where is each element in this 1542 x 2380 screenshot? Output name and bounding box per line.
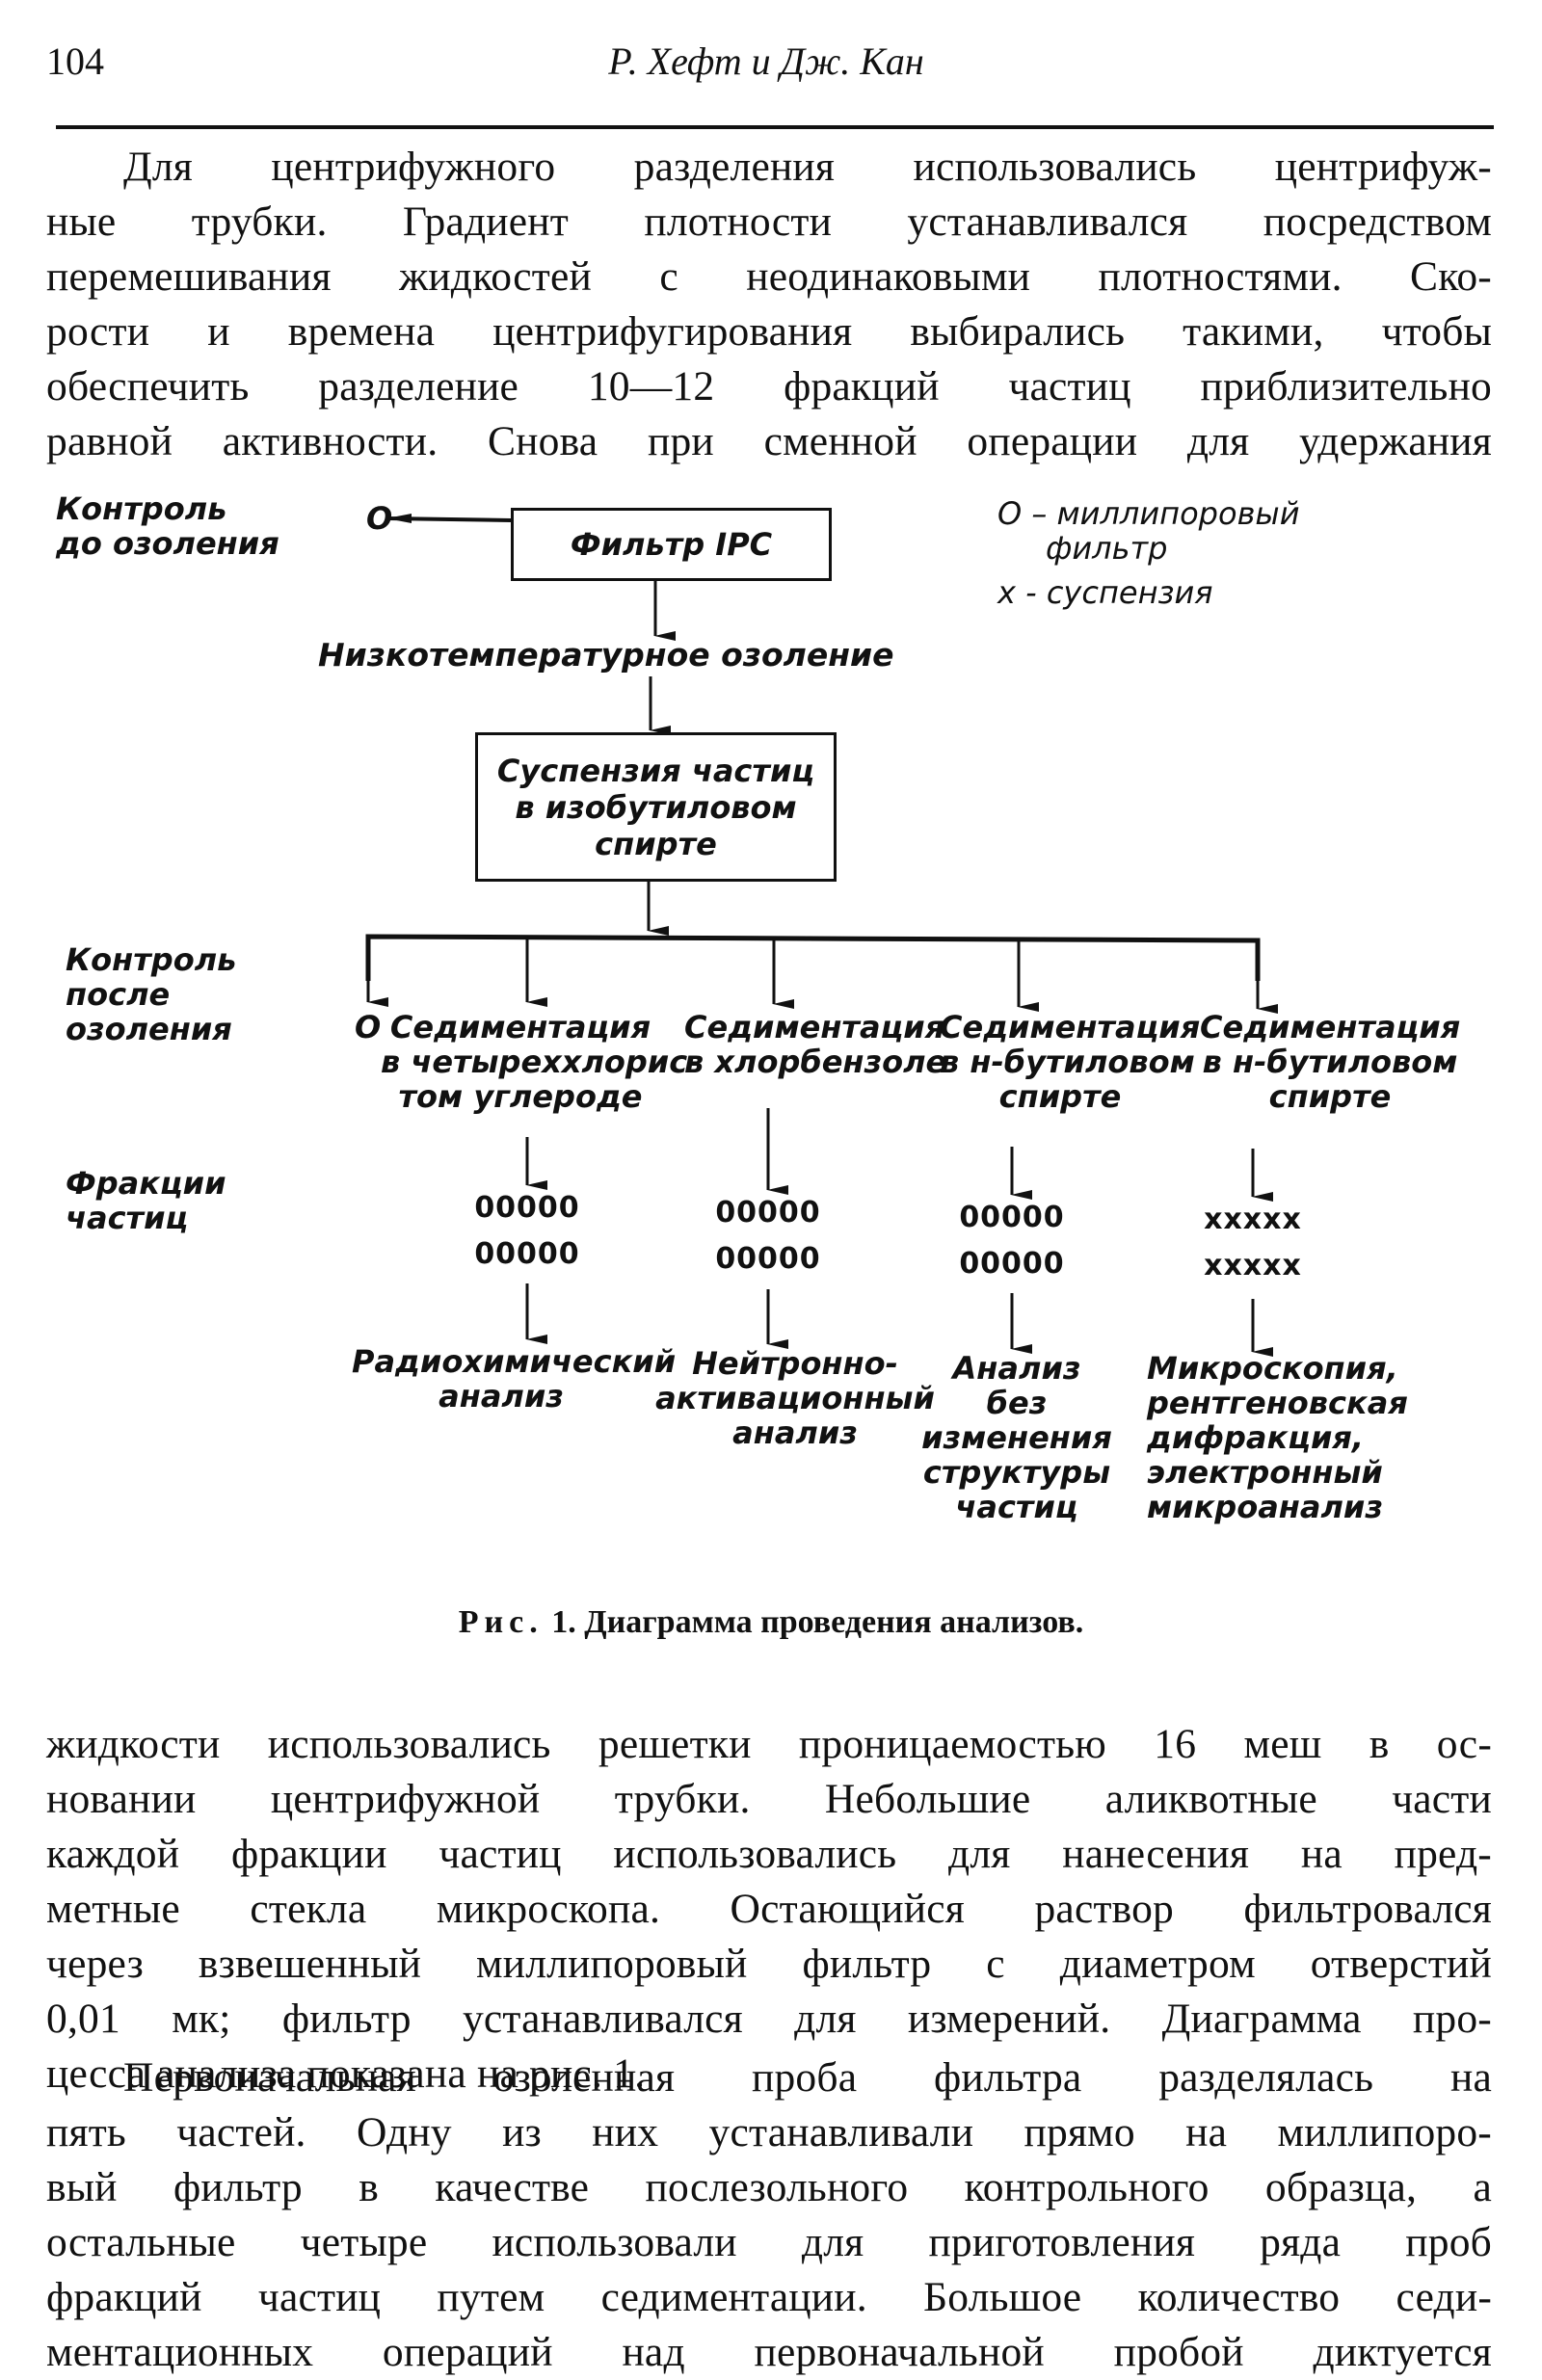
text-line: через взвешенный миллипоровый фильтр с д…	[46, 1941, 1492, 1987]
text-line: Первоначальная озоленная проба фильтра р…	[123, 2054, 1492, 2101]
sedimentation-chlorobenzene: Седиментация в хлорбензоле	[684, 1009, 947, 1080]
text-line: остальные четыре использовали для пригот…	[46, 2219, 1492, 2265]
diagram-connectors	[365, 514, 1278, 1357]
paragraph-2: жидкости использовались решетки проницае…	[46, 1717, 1492, 2102]
label-control-after-ashing: Контроль после озоления	[66, 941, 237, 1047]
legend-o-symbol: О	[997, 495, 1023, 532]
filter-box: Фильтр IPC	[511, 508, 832, 581]
page-number: 104	[46, 40, 104, 83]
analysis-no-structure-change: Анализ без изменения структуры частиц	[921, 1350, 1112, 1525]
control-before-marker: О	[366, 500, 393, 537]
figure-caption: Рис. 1. Диаграмма проведения анализов.	[458, 1604, 1084, 1640]
text-line: 0,01 мк; фильтр устанавливался для измер…	[46, 1996, 1492, 2042]
fractions-1: 00000 00000	[474, 1191, 580, 1271]
text-line: цесса анализа показана на рис. 1.	[46, 2050, 646, 2097]
text-line: фракций частиц путем седиментации. Больш…	[46, 2274, 1492, 2320]
paragraph-3: Первоначальная озоленная проба фильтра р…	[46, 2050, 1492, 2380]
suspension-box: Суспензия частиц в изобутиловом спирте	[475, 732, 837, 882]
control-after-marker: О	[355, 1009, 382, 1045]
analysis-radiochemical: Радиохимический анализ	[352, 1343, 677, 1415]
text-line: пять частей. Одну из них устанавливали п…	[46, 2109, 1492, 2155]
sedimentation-ccl4: Седиментация в четыреххлорис- том углеро…	[381, 1009, 701, 1115]
text-line: метные стекла микроскопа. Остающийся рас…	[46, 1886, 1492, 1932]
fractions-2: 00000 00000	[715, 1196, 821, 1276]
fractions-4-suspension: ххххх ххххх	[1204, 1203, 1302, 1283]
text-line: перемешивания жидкостей с неодинаковыми …	[46, 253, 1492, 300]
split-bar	[365, 934, 1261, 981]
sedimentation-n-butanol-2: Седиментация в н-бутиловом спирте	[1200, 1009, 1461, 1115]
text-line: рости и времена центрифугирования выбира…	[46, 308, 1492, 355]
text-line: новании центрифужной трубки. Небольшие а…	[46, 1776, 1492, 1822]
analysis-flow-diagram: Контроль до озоления Контроль после озол…	[0, 472, 1542, 1580]
text-line: каждой фракции частиц использовались для…	[46, 1831, 1492, 1877]
text-line: ные трубки. Градиент плотности устанавли…	[46, 198, 1492, 245]
legend: О – миллипоровый фильтр х - суспензия	[997, 495, 1300, 611]
analysis-microscopy: Микроскопия, рентгеновская дифракция, эл…	[1147, 1350, 1408, 1525]
text-line: Для центрифужного разделения использовал…	[123, 144, 1492, 190]
label-control-before-ashing: Контроль до озоления	[56, 490, 279, 562]
fractions-3: 00000 00000	[959, 1201, 1065, 1281]
running-head: 104 Р. Хефт и Дж. Кан	[39, 39, 1494, 129]
analysis-neutron-activation: Нейтронно- активационный анализ	[655, 1345, 935, 1451]
arrow-to-control-before	[386, 514, 512, 523]
text-line: равной активности. Снова при сменной опе…	[46, 418, 1492, 464]
running-title: Р. Хефт и Дж. Кан	[608, 40, 924, 83]
text-line: жидкости использовались решетки проницае…	[46, 1721, 1492, 1767]
header-rule	[56, 125, 1494, 129]
legend-x-symbol: х	[997, 574, 1016, 611]
ashing-step: Низкотемпературное озоление	[318, 636, 894, 674]
text-line: обеспечить разделение 10—12 фракций част…	[46, 363, 1492, 410]
sedimentation-n-butanol-1: Седиментация в н-бутиловом спирте	[940, 1009, 1201, 1115]
text-line: ментационных операций над первоначальной…	[46, 2329, 1492, 2375]
label-particle-fractions: Фракции частиц	[66, 1165, 226, 1236]
paragraph-1: Для центрифужного разделения использовал…	[46, 140, 1492, 469]
text-line: вый фильтр в качестве послезольного конт…	[46, 2164, 1492, 2210]
